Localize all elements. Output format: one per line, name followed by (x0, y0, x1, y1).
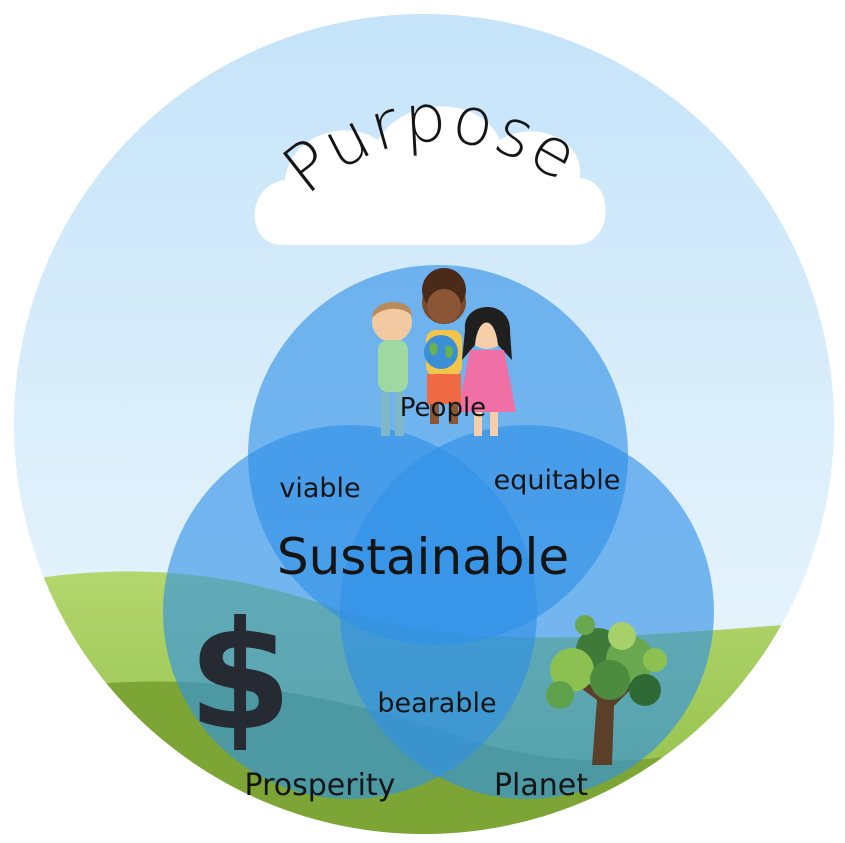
tree-icon (546, 615, 667, 765)
cloud-shape (254, 106, 606, 245)
prosperity-label: Prosperity (245, 768, 396, 803)
children-holding-globe-icon (372, 268, 516, 436)
viable-label: viable (279, 473, 360, 504)
sustainable-label: Sustainable (277, 528, 569, 586)
venn-circles (163, 265, 714, 799)
people-label: People (400, 393, 486, 423)
planet-label: Planet (494, 768, 588, 803)
bearable-label: bearable (377, 688, 496, 719)
planet-circle (340, 425, 714, 799)
dollar-sign-icon: $ (188, 590, 292, 764)
equitable-label: equitable (494, 465, 621, 496)
